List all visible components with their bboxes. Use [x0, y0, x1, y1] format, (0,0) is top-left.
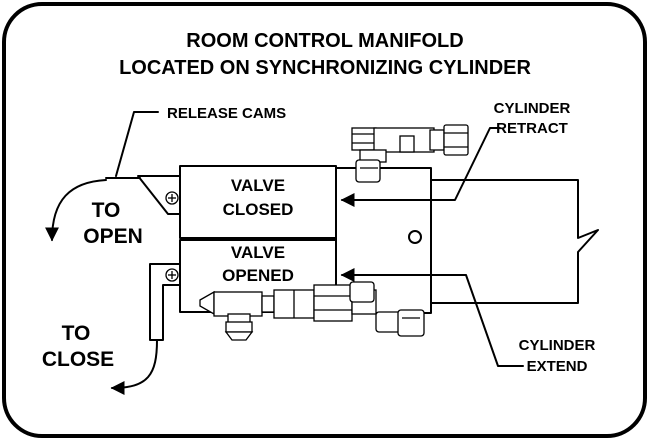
valve-closed-body: VALVE CLOSED: [179, 165, 337, 239]
title-line-1: ROOM CONTROL MANIFOLD: [186, 30, 463, 52]
retract-fitting: [351, 124, 469, 183]
release-cams-label: RELEASE CAMS: [167, 105, 286, 122]
valve-closed-label-1: VALVE: [231, 176, 285, 195]
valve-closed-label-2: CLOSED: [223, 200, 294, 219]
cylinder-extend-label-2: EXTEND: [527, 358, 588, 375]
release-cams-leader: [115, 111, 159, 177]
lower-release-cam: [149, 263, 181, 341]
cylinder-retract-label-2: RETRACT: [496, 120, 568, 137]
cylinder-retract-leader: [340, 127, 501, 207]
cylinder-extend-label-1: CYLINDER: [519, 337, 596, 354]
to-open-label-1: TO: [92, 199, 121, 222]
extend-fittings: [199, 281, 425, 341]
cylinder-extend-leader: [340, 268, 524, 367]
to-open-label-2: OPEN: [83, 225, 143, 248]
to-close-label-2: CLOSE: [42, 348, 114, 371]
valve-opened-label-2: OPENED: [222, 266, 294, 285]
upper-release-cam: [105, 175, 181, 215]
cylinder-retract-label-1: CYLINDER: [494, 100, 571, 117]
to-close-label-1: TO: [62, 322, 91, 345]
to-open-arrow: [45, 179, 107, 242]
to-close-arrow: [110, 339, 158, 395]
valve-opened-label-1: VALVE: [231, 243, 285, 262]
title-line-2: LOCATED ON SYNCHRONIZING CYLINDER: [119, 57, 531, 79]
